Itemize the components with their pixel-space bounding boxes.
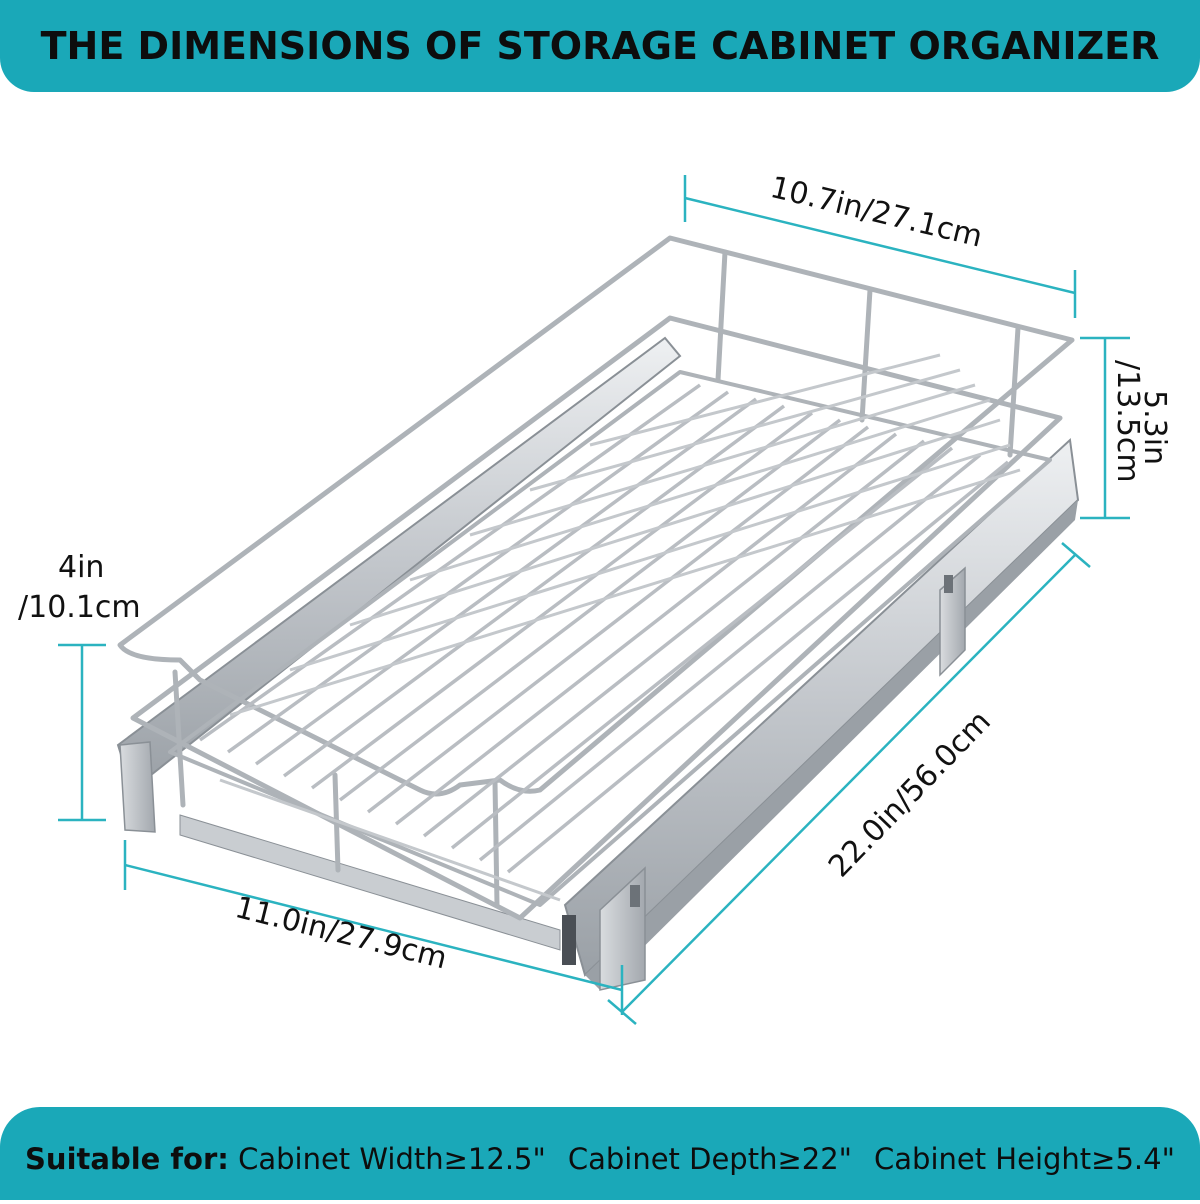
basket-wire-frame xyxy=(117,235,1075,921)
left-height-label-line1: 4in xyxy=(58,550,105,585)
header-banner: THE DIMENSIONS OF STORAGE CABINET ORGANI… xyxy=(0,0,1200,92)
requirements-line: Suitable for: Cabinet Width≥12.5" Cabinet… xyxy=(25,1132,1175,1176)
dimension-lines xyxy=(58,175,1130,1025)
cabinet-depth-requirement: Cabinet Depth≥22" xyxy=(567,1141,853,1176)
left-height-label-line2: /10.1cm xyxy=(18,590,141,625)
right-slide-rail xyxy=(562,437,1080,991)
page-title: THE DIMENSIONS OF STORAGE CABINET ORGANI… xyxy=(40,24,1160,68)
footer-banner: Suitable for: Cabinet Width≥12.5" Cabinet… xyxy=(0,1107,1200,1200)
cabinet-width-requirement: Cabinet Width≥12.5" xyxy=(238,1141,546,1176)
basket-cross-wires xyxy=(219,353,1021,902)
basket-floor-wires xyxy=(198,383,1010,874)
requirements-lead: Suitable for: xyxy=(25,1141,229,1176)
right-height-label-line2: /13.5cm xyxy=(1110,360,1145,483)
left-slide-rail xyxy=(116,336,682,951)
cabinet-height-requirement: Cabinet Height≥5.4" xyxy=(874,1141,1175,1176)
